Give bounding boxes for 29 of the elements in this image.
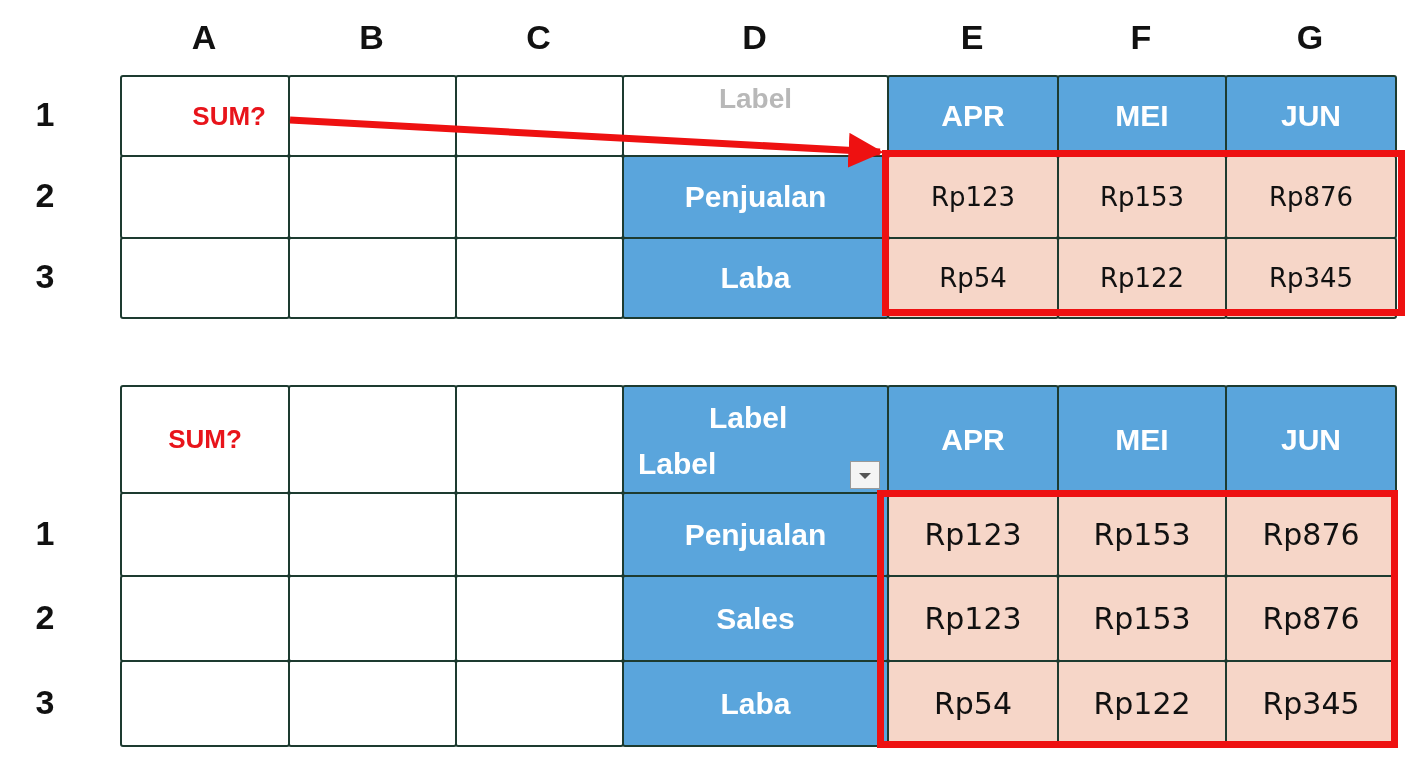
header-cell: Penjualan [622, 492, 889, 577]
sum-cell: SUM? [120, 75, 290, 157]
row-number: 2 [34, 597, 56, 637]
column-letter: C [525, 18, 552, 57]
arrow [289, 116, 884, 168]
value-cell: Rp153 [1057, 155, 1227, 239]
column-letter: D [741, 18, 768, 57]
value-cell: Rp123 [887, 155, 1059, 239]
value-cell: Rp123 [887, 575, 1059, 662]
header-cell: Laba [622, 660, 889, 747]
column-letter: A [190, 18, 218, 57]
column-letter: F [1129, 18, 1153, 57]
column-letter: G [1295, 18, 1325, 57]
header-text: Label [638, 447, 717, 481]
value-cell: Rp153 [1057, 575, 1227, 662]
sum-cell: SUM? [120, 385, 290, 494]
column-letter: E [959, 18, 985, 57]
header-cell: Sales [622, 575, 889, 662]
value-cell: Rp876 [1225, 155, 1397, 239]
row-number: 2 [34, 176, 56, 215]
column-letter: B [358, 18, 385, 57]
row-number: 1 [34, 513, 56, 553]
row-number: 3 [34, 257, 56, 296]
highlight-frame [882, 150, 1405, 316]
row-number: 1 [34, 95, 56, 134]
header-text: Label [709, 401, 788, 435]
header-cell: Laba [622, 237, 889, 319]
value-cell: Rp345 [1225, 237, 1397, 319]
row-number: 3 [34, 682, 56, 722]
